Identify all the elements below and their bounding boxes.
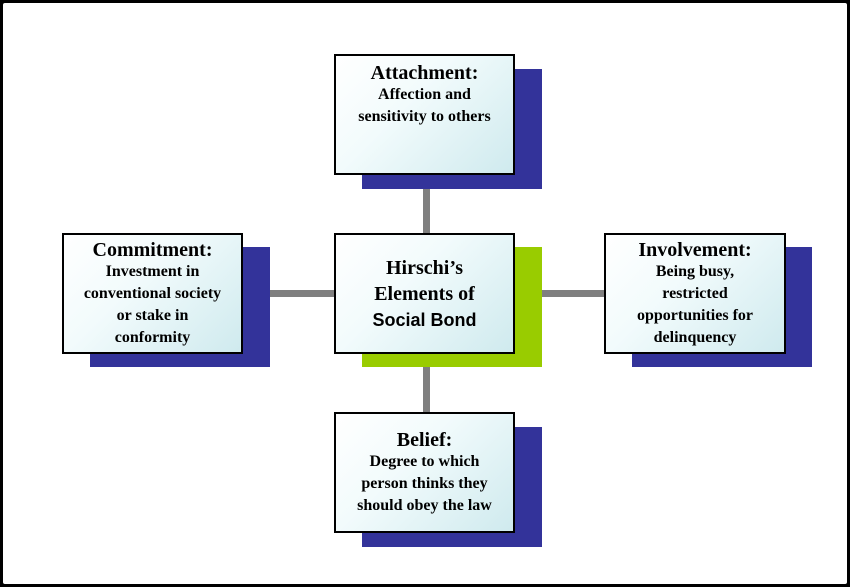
belief-desc-line: should obey the law (357, 496, 492, 514)
center-title-line: Elements of (374, 282, 475, 305)
connector-right (517, 290, 608, 297)
connector-top (423, 173, 430, 237)
belief-title: Belief: (396, 428, 453, 451)
belief-box: Belief: Degree to which person thinks th… (334, 412, 515, 533)
center-box: Hirschi’s Elements of Social Bond (334, 233, 515, 354)
belief-desc-line: Degree to which (369, 452, 480, 470)
commitment-desc-line: conformity (114, 328, 191, 346)
attachment-desc-line: sensitivity to others (358, 108, 491, 125)
commitment-title: Commitment: (92, 238, 213, 261)
center-title-line: Hirschi’s (385, 256, 464, 279)
involvement-title: Involvement: (638, 238, 752, 261)
connector-bottom (423, 353, 430, 415)
involvement-box: Involvement: Being busy, restricted oppo… (604, 233, 786, 354)
center-title-line: Social Bond (372, 309, 477, 330)
connector-left (244, 290, 338, 297)
belief-desc-line: person thinks they (361, 474, 488, 492)
attachment-desc-line: Affection and (378, 86, 471, 103)
involvement-desc-line: opportunities for (637, 306, 753, 324)
involvement-desc-line: restricted (662, 284, 728, 302)
commitment-desc-line: conventional society (83, 284, 222, 302)
attachment-box: Attachment: Affection and sensitivity to… (334, 54, 515, 175)
attachment-title: Attachment: (370, 62, 479, 84)
diagram-canvas: Attachment: Affection and sensitivity to… (3, 3, 847, 584)
involvement-desc-line: Being busy, (655, 262, 735, 280)
commitment-desc-line: Investment in (105, 262, 200, 280)
commitment-box: Commitment: Investment in conventional s… (62, 233, 243, 354)
involvement-desc-line: delinquency (653, 328, 737, 346)
commitment-desc-line: or stake in (116, 306, 189, 324)
